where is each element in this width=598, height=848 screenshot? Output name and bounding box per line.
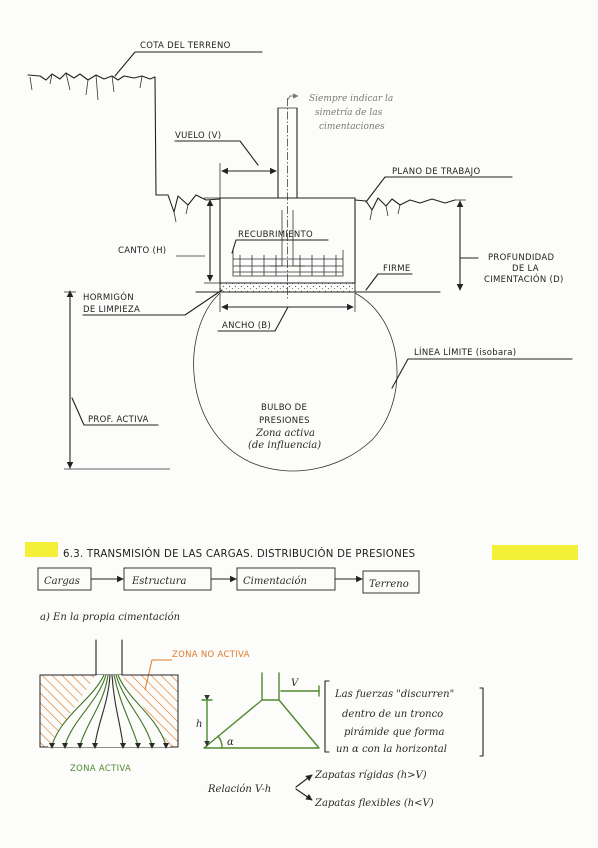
note-bracket-left <box>324 680 330 753</box>
terrain-line-right <box>354 197 456 221</box>
leader-symmetry-note <box>287 93 299 101</box>
highlight-right <box>492 545 578 560</box>
flow-label-terreno: Terreno <box>369 579 409 590</box>
label-vuelo: VUELO (V) <box>175 131 221 141</box>
flow-label-estructura: Estructura <box>131 576 187 587</box>
flow-label-cargas: Cargas <box>44 576 80 587</box>
label-zona-activa: ZONA ACTIVA <box>70 764 131 774</box>
subsection-title: a) En la propia cimentación <box>40 612 180 623</box>
highlight-left <box>25 542 58 557</box>
pyramid-label-alpha: α <box>227 737 234 748</box>
relation-label: Relación V-h <box>207 784 271 795</box>
reinforcement-grid <box>232 250 344 277</box>
footing-stress-diagram <box>39 639 179 749</box>
note-line3: pirámide que forma <box>344 727 444 738</box>
note-symmetry-line2: simetría de las <box>315 107 383 118</box>
label-bulbo-line1: BULBO DE <box>261 403 307 413</box>
label-bulbo-line2: PRESIONES <box>259 416 310 426</box>
label-profundidad-line2: DE LA <box>512 264 539 274</box>
starter-bars <box>270 210 305 267</box>
truncated-pyramid-diagram <box>201 672 320 749</box>
label-zona-no-activa: ZONA NO ACTIVA <box>172 650 250 660</box>
label-firme: FIRME <box>383 264 411 274</box>
relation-branch-down <box>295 788 313 801</box>
relation-rigid: Zapatas rígidas (h>V) <box>314 770 427 781</box>
section-title: 6.3. TRANSMISIÓN DE LAS CARGAS. DISTRIBU… <box>63 547 415 560</box>
label-recubrimiento: RECUBRIMIENTO <box>238 230 313 240</box>
note-line2: dentro de un tronco <box>342 709 443 720</box>
note-symmetry-line3: cimentaciones <box>319 122 385 132</box>
label-prof-activa: PROF. ACTIVA <box>88 415 149 425</box>
note-symmetry-line1: Siempre indicar la <box>309 94 393 104</box>
flow-chart: Cargas Estructura Cimentación Terreno <box>37 567 420 594</box>
flow-box-terreno <box>362 570 420 594</box>
label-bulbo-line3: Zona activa <box>255 428 315 439</box>
label-hormigon-line1: HORMIGÓN <box>83 291 134 303</box>
pyramid-label-h: h <box>196 719 202 730</box>
label-cota-terreno: COTA DEL TERRENO <box>140 41 231 51</box>
relation-branch-up <box>295 774 313 788</box>
note-bracket-right <box>479 687 484 757</box>
flow-label-cimentacion: Cimentación <box>243 576 307 587</box>
label-plano-trabajo: PLANO DE TRABAJO <box>392 167 480 177</box>
leader-cota-terreno <box>114 51 263 77</box>
label-hormigon-line2: DE LIMPIEZA <box>83 305 140 315</box>
terrain-line-left <box>27 72 221 223</box>
pressure-bulb <box>193 292 398 472</box>
label-linea-limite: LÍNEA LÍMITE (isobara) <box>414 346 516 358</box>
label-canto: CANTO (H) <box>118 246 166 256</box>
label-profundidad-line3: CIMENTACIÓN (D) <box>484 273 564 285</box>
note-line4: un α con la horizontal <box>336 744 447 755</box>
relation-flex: Zapatas flexibles (h<V) <box>314 798 434 809</box>
label-ancho: ANCHO (B) <box>222 321 271 331</box>
label-bulbo-line4: (de influencia) <box>248 440 321 451</box>
note-line1: Las fuerzas "discurren" <box>334 689 454 700</box>
label-profundidad-line1: PROFUNDIDAD <box>488 253 554 263</box>
pyramid-label-v: V <box>291 678 300 689</box>
lean-concrete <box>219 282 356 293</box>
